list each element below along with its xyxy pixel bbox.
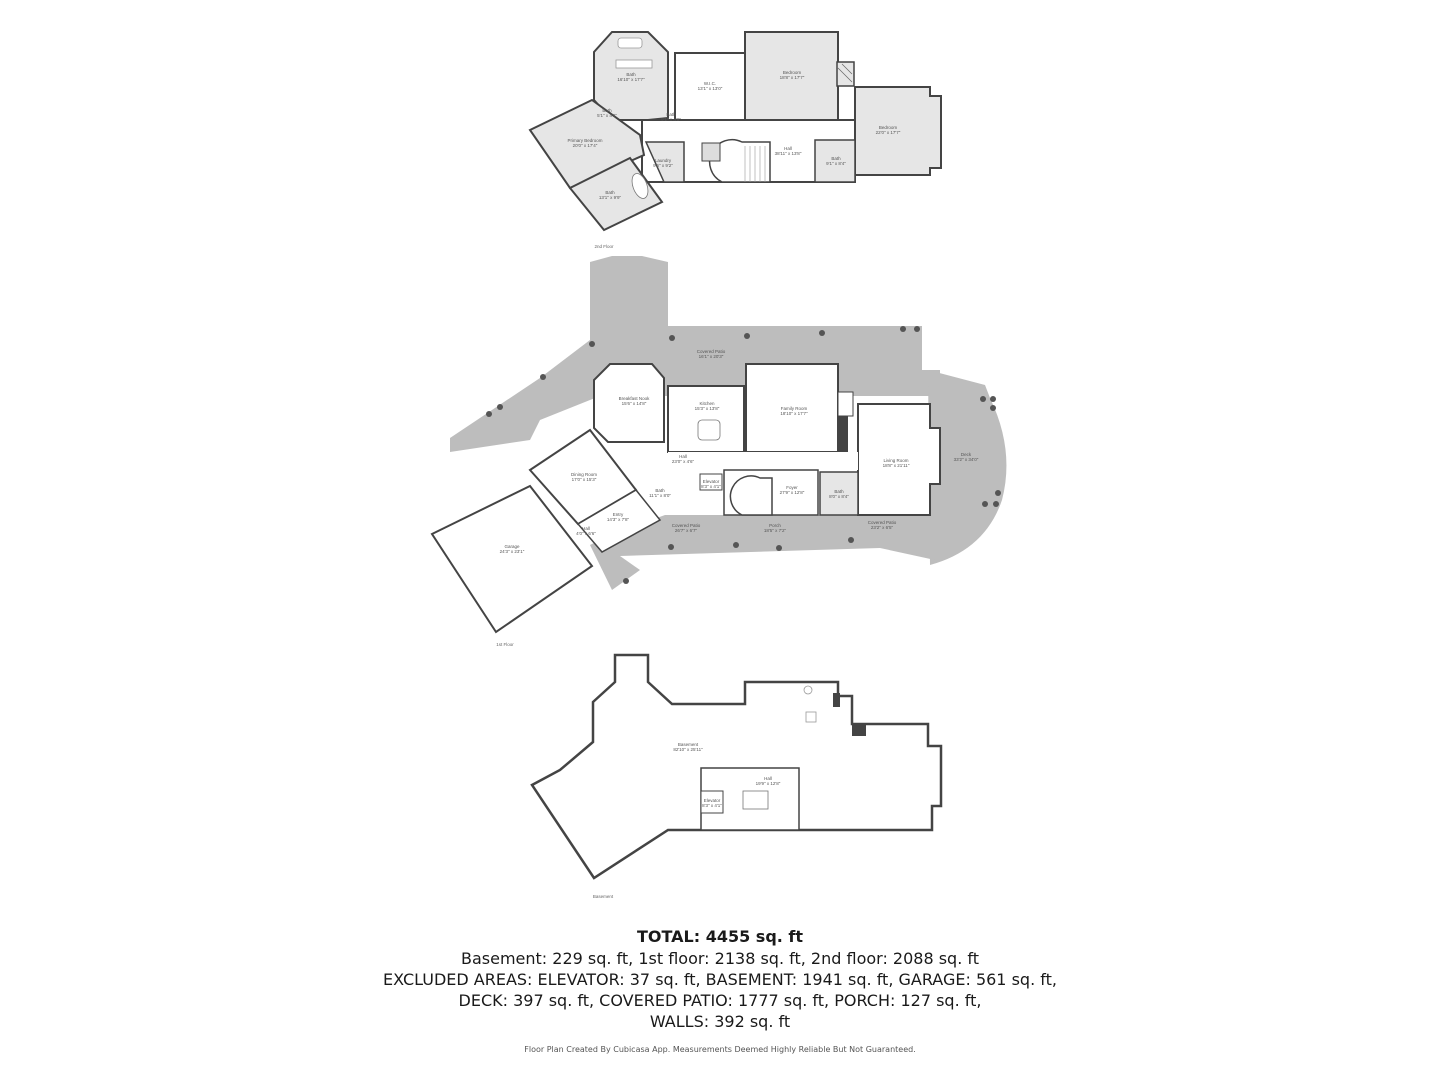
covered-patio-top [450,256,940,452]
bath-first-right [819,471,859,516]
family-room [745,363,839,453]
entry [576,489,662,553]
deck [928,370,1007,565]
bedroom-right [854,86,942,176]
room-label: W.I.C.13'1" x 13'0" [698,81,723,91]
kitchen [667,385,745,453]
columns [486,326,1001,584]
disclaimer-footer: Floor Plan Created By Cubicasa App. Meas… [524,1045,916,1054]
first-floor-hall [668,452,858,470]
bath-small-right [814,139,856,183]
floor-label-1st: 1st Floor [496,642,514,647]
basement-elevator [700,790,724,814]
laundry-room [644,141,685,183]
floor-areas: Basement: 229 sq. ft, 1st floor: 2138 sq… [460,949,980,968]
basement-outline [530,653,943,880]
excluded-areas-line-2: DECK: 397 sq. ft, COVERED PATIO: 1777 sq… [458,991,982,1010]
bottom-patio-strip [590,515,935,590]
floor-label-2nd: 2nd Floor [594,244,614,249]
excluded-areas-line-3: WALLS: 392 sq. ft [649,1012,791,1031]
excluded-areas-line-1: EXCLUDED AREAS: ELEVATOR: 37 sq. ft, BAS… [383,970,1057,989]
living-room [857,403,941,516]
garage [430,484,594,634]
breakfast-nook [593,363,665,443]
total-area: TOTAL: 4455 sq. ft [636,927,804,946]
floor-label-basement: Basement [593,894,614,899]
